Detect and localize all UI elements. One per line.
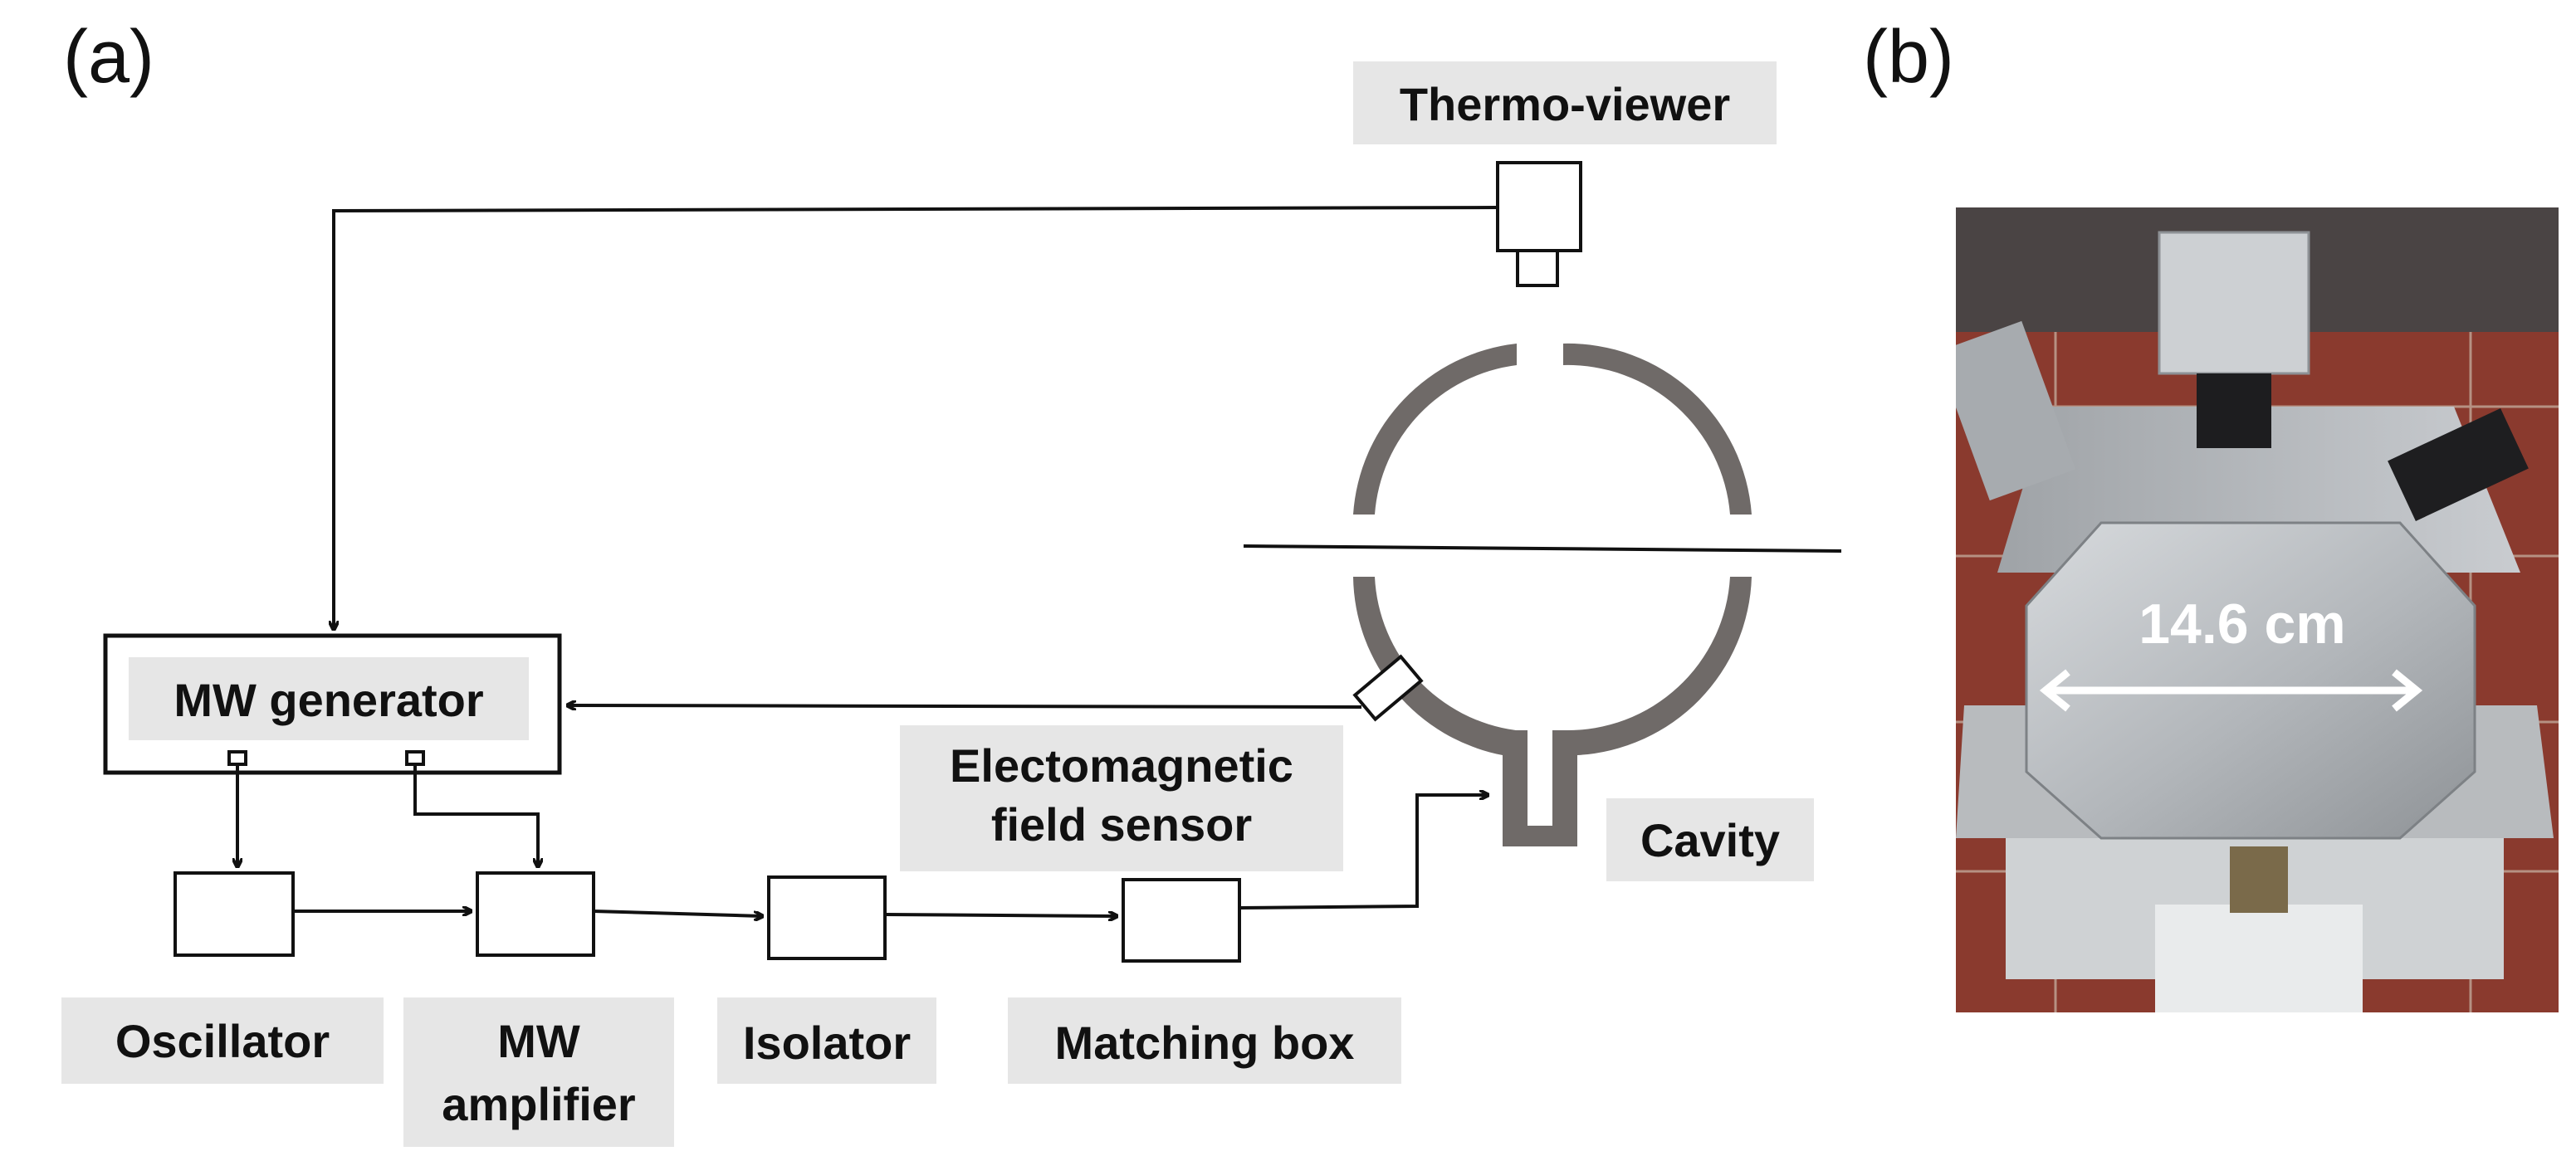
photo-camera-housing <box>2158 231 2310 375</box>
mw-amplifier-box <box>476 871 595 957</box>
thermo-viewer-body <box>1496 161 1582 252</box>
oscillator-label: Oscillator <box>115 1015 330 1067</box>
cavity <box>1353 343 1752 846</box>
mw-generator-port-2 <box>405 750 425 766</box>
photo-connector <box>2230 846 2288 913</box>
mw-amplifier-label-bg <box>403 997 674 1147</box>
mw-amplifier-label-line2: amplifier <box>442 1078 635 1130</box>
block-diagram: Thermo-viewer MW generator Electomagneti… <box>61 61 1842 1147</box>
em-field-sensor <box>1352 654 1424 722</box>
photo-bottom-block <box>2155 905 2363 1012</box>
photo-dimension-label: 14.6 cm <box>2139 593 2346 656</box>
cavity-lower-ring <box>1353 577 1752 846</box>
matching-box-box <box>1122 878 1241 963</box>
generator-to-amplifier-line <box>413 764 538 866</box>
photo-side-sensor <box>2388 408 2529 521</box>
matching-box-label-bg <box>1008 997 1401 1084</box>
mw-generator-label-bg <box>129 657 529 740</box>
cavity-label-bg <box>1606 798 1814 881</box>
photo-left-bracket <box>1956 320 2076 501</box>
isolator-to-matching-line <box>884 914 1117 916</box>
mw-generator-port-1 <box>227 750 247 766</box>
isolator-box <box>767 875 887 960</box>
photo-camera-lens <box>2197 373 2271 448</box>
sensor-to-generator-line <box>568 705 1362 707</box>
matching-box-label: Matching box <box>1055 1017 1355 1069</box>
cavity-upper-right-arc <box>1563 343 1752 515</box>
em-sensor-label-line2: field sensor <box>991 798 1252 851</box>
thermo-to-generator-line <box>334 206 1498 629</box>
matching-to-cavity-line <box>1239 795 1488 910</box>
panel-a-label: (a) <box>63 16 154 99</box>
em-sensor-label-bg <box>900 725 1343 871</box>
thermo-viewer-lens <box>1516 249 1559 287</box>
oscillator-label-bg <box>61 997 384 1084</box>
oscillator-box <box>174 871 295 957</box>
isolator-label-bg <box>717 997 936 1084</box>
mw-generator-label: MW generator <box>174 674 483 726</box>
cavity-section-line <box>1243 544 1842 553</box>
cavity-label: Cavity <box>1640 814 1780 866</box>
cavity-photo: 14.6 cm <box>1956 207 2559 1012</box>
photo-cavity-front <box>2025 521 2476 840</box>
mw-amplifier-label-line1: MW <box>497 1015 580 1067</box>
em-sensor-label-line1: Electomagnetic <box>950 739 1293 792</box>
isolator-label: Isolator <box>743 1017 911 1069</box>
thermo-viewer-label: Thermo-viewer <box>1400 78 1730 130</box>
amplifier-to-isolator-line <box>593 910 762 916</box>
thermo-viewer-label-bg <box>1353 61 1777 144</box>
cavity-upper-left-arc <box>1353 344 1517 515</box>
panel-b-label: (b) <box>1863 16 1954 99</box>
